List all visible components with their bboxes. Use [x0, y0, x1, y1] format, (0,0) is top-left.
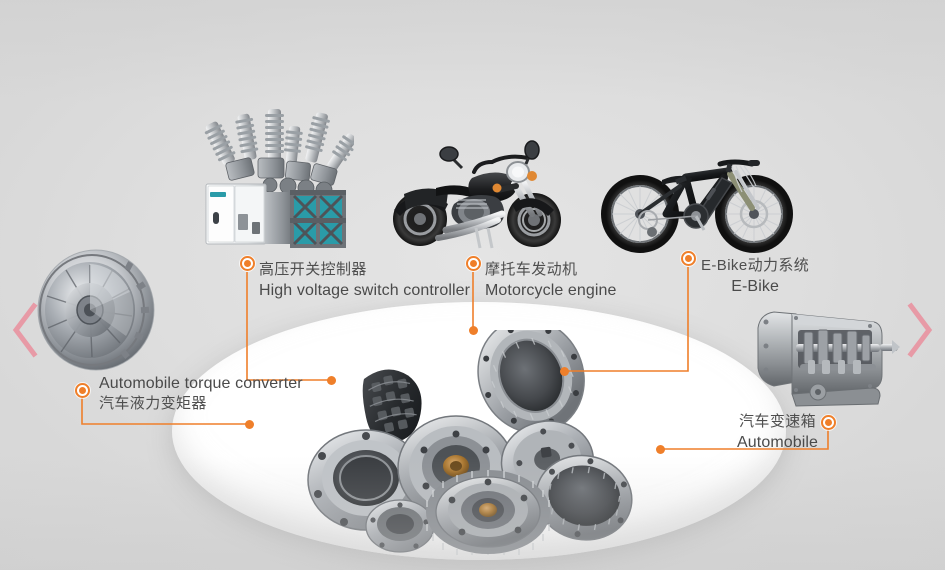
label-ebike: E-Bike动力系统 E-Bike — [701, 256, 809, 297]
transmission-endpoint-dot — [656, 445, 665, 454]
motorcycle-endpoint-dot — [469, 326, 478, 335]
high-voltage-switchgear-image — [186, 104, 357, 252]
label-high-voltage-en: High voltage switch controller — [259, 281, 471, 299]
label-motorcycle: 摩托车发动机 Motorcycle engine — [485, 260, 617, 301]
torque-converter-endpoint-dot — [245, 420, 254, 429]
label-torque-converter-en: Automobile torque converter — [99, 375, 303, 392]
high-voltage-endpoint-dot — [327, 376, 336, 385]
label-transmission-en: Automobile — [737, 433, 819, 451]
e-bike-image — [600, 128, 800, 256]
label-transmission-cn: 汽车变速箱 — [739, 413, 817, 430]
label-ebike-cn: E-Bike动力系统 — [701, 257, 810, 274]
ebike-endpoint-dot — [560, 367, 569, 376]
carousel-prev-arrow[interactable] — [10, 302, 40, 358]
label-motorcycle-en: Motorcycle engine — [485, 281, 617, 299]
automobile-transmission-image — [752, 300, 902, 420]
torque-converter-anchor-dot[interactable] — [75, 383, 90, 398]
gearbox-components-cluster-image — [290, 318, 670, 561]
carousel-next-arrow[interactable] — [905, 302, 935, 358]
label-high-voltage: 高压开关控制器 High voltage switch controller — [259, 260, 470, 301]
transmission-anchor-dot[interactable] — [821, 415, 836, 430]
high-voltage-anchor-dot[interactable] — [240, 256, 255, 271]
label-high-voltage-cn: 高压开关控制器 — [259, 261, 367, 278]
label-ebike-en: E-Bike — [731, 277, 779, 295]
label-torque-converter-cn: 汽车液力变矩器 — [99, 395, 207, 413]
motorcycle-image — [384, 128, 574, 256]
motorcycle-anchor-dot[interactable] — [466, 256, 481, 271]
label-motorcycle-cn: 摩托车发动机 — [485, 261, 578, 278]
label-torque-converter: Automobile torque converter 汽车液力变矩器 — [99, 373, 303, 414]
torque-converter-image — [26, 244, 166, 376]
ebike-anchor-dot[interactable] — [681, 251, 696, 266]
label-transmission: 汽车变速箱 Automobile — [737, 412, 818, 453]
